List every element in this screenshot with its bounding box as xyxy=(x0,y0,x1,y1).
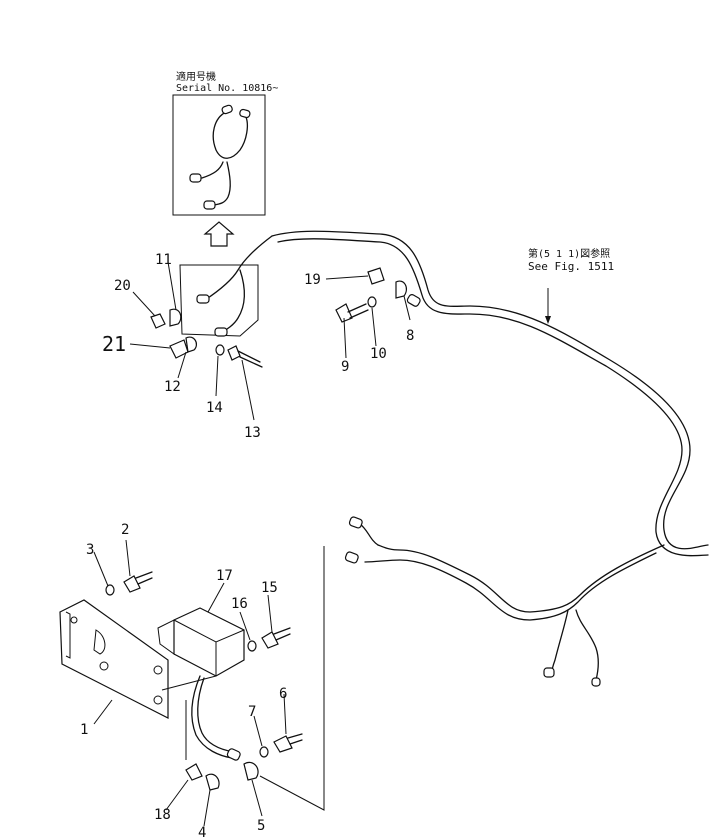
part-number-11: 11 xyxy=(155,252,172,268)
part-number-19: 19 xyxy=(304,272,321,288)
arrow-up-icon xyxy=(203,221,235,247)
inset-title-jp: 適用号機 xyxy=(176,70,216,83)
part-number-9: 9 xyxy=(341,359,349,375)
part-number-21: 21 xyxy=(102,332,126,356)
part-number-7: 7 xyxy=(248,704,256,720)
reference-jp: 第(5 1 1)図参照 xyxy=(528,247,610,260)
part-number-20: 20 xyxy=(114,278,131,294)
part-number-17: 17 xyxy=(216,568,233,584)
part-number-10: 10 xyxy=(370,346,387,362)
leader-lines xyxy=(93,261,411,827)
part-number-5: 5 xyxy=(257,818,265,834)
reference-en: See Fig. 1511 xyxy=(528,260,614,273)
part-number-18: 18 xyxy=(154,807,171,823)
part-number-8: 8 xyxy=(406,328,414,344)
inset-frame xyxy=(172,94,266,216)
inset-title-en: Serial No. 10816~ xyxy=(176,83,278,94)
lower-assembly xyxy=(59,571,303,791)
frame-line xyxy=(259,546,325,811)
upper-bracket-group xyxy=(179,235,273,337)
part-number-3: 3 xyxy=(86,542,94,558)
part-number-12: 12 xyxy=(164,379,181,395)
part-number-16: 16 xyxy=(231,596,248,612)
part-number-2: 2 xyxy=(121,522,129,538)
part-number-1: 1 xyxy=(80,722,88,738)
inset-detail: 適用号機 Serial No. 10816~ xyxy=(172,70,278,216)
part-number-14: 14 xyxy=(206,400,223,416)
main-harness xyxy=(271,230,709,687)
upper-left-parts xyxy=(150,308,263,368)
part-number-13: 13 xyxy=(244,425,261,441)
part-number-6: 6 xyxy=(279,686,287,702)
part-number-4: 4 xyxy=(198,825,206,838)
part-number-labels: 11 20 21 12 14 13 19 9 10 8 2 3 17 15 16… xyxy=(80,252,414,838)
inset-harness xyxy=(189,104,251,210)
part-number-15: 15 xyxy=(261,580,278,596)
upper-middle-parts xyxy=(335,267,408,323)
